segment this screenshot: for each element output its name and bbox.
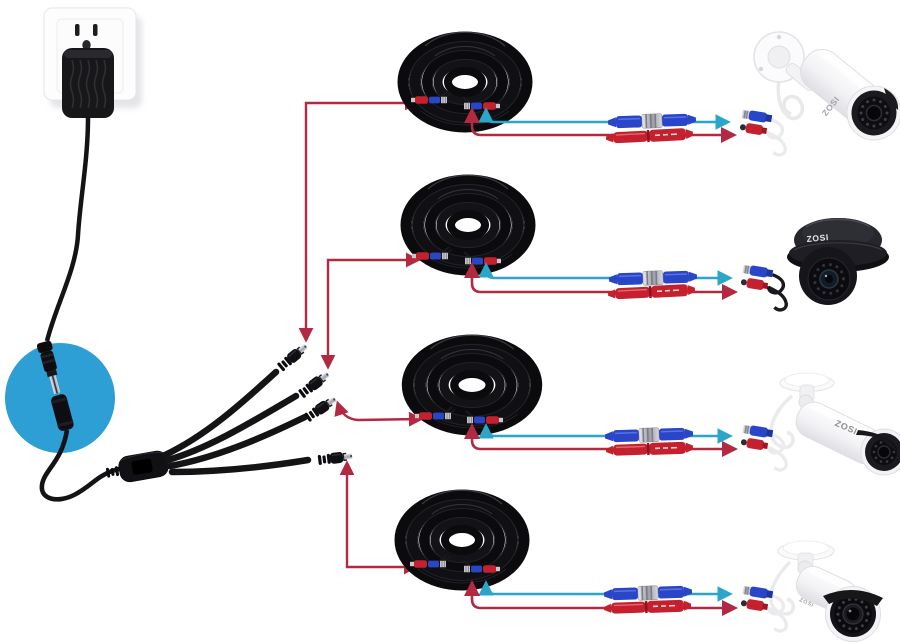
power-route-1 (298, 95, 420, 343)
adapter-groove (85, 59, 91, 109)
splitter-plug-1 (276, 341, 310, 373)
adapter-top-highlight (64, 50, 112, 58)
splitter-input-cable (39, 429, 127, 502)
power-run-4 (463, 579, 739, 617)
splitter-lead-1 (161, 368, 280, 459)
camera-3-ir-leds (872, 440, 896, 464)
adapter-cable (44, 117, 91, 342)
camera-2-pigtail (735, 262, 794, 313)
camera-3-pigtail (735, 422, 794, 473)
power-route-4 (339, 460, 419, 575)
camera-1-cable-loop (776, 79, 805, 121)
dc-coupler-3 (605, 441, 694, 457)
bnc-coupler-1 (607, 111, 697, 131)
camera-1-ir-leds (859, 98, 889, 128)
bnc-coupler-2 (608, 268, 698, 288)
camera-3-bullet-white: ZOSI (735, 372, 900, 476)
camera-4-pigtail (735, 583, 794, 634)
dc-coupler-2 (607, 283, 696, 301)
camera-2-brand: ZOSI (806, 232, 829, 244)
bnc-cable-coil-4 (400, 490, 524, 585)
power-adapter (62, 48, 114, 118)
power-run-3 (463, 422, 739, 458)
outlet-slot-left (75, 24, 80, 36)
power-route-2 (320, 252, 421, 370)
bnc-coupler-3 (604, 425, 694, 445)
camera-3-cable-loop (769, 394, 795, 450)
adapter-groove (77, 59, 83, 109)
adapter-groove (69, 59, 75, 109)
camera-1-lens (865, 104, 883, 122)
camera-2-dome-black: ZOSI (735, 218, 889, 313)
camera-1-visor (884, 88, 899, 110)
camera-4-brand: ZOSI (798, 597, 814, 609)
camera-1-bullet-white: ZOSI (734, 31, 900, 158)
power-run-2 (463, 261, 739, 301)
bnc-cable-coil-3 (408, 335, 537, 430)
camera-3-visor (856, 430, 898, 452)
splitter-plug-2 (297, 369, 332, 399)
camera-3-lens (877, 445, 891, 459)
adapter-groove (101, 59, 107, 109)
bnc-cable-coil-2 (406, 175, 530, 270)
splitter-lead-3 (166, 413, 309, 470)
dc-coupler-4 (603, 599, 692, 615)
splitter-lead-2 (164, 392, 300, 464)
camera-4-ir-leds (836, 597, 870, 631)
dc-coupler-1 (605, 127, 694, 145)
adapter-groove (93, 59, 99, 109)
splitter-lead-4 (168, 456, 312, 476)
outlet-ground-hole (82, 40, 91, 50)
camera-2-ir-leds (813, 263, 845, 295)
camera-1-pigtail (734, 107, 793, 158)
camera-4-lens (846, 607, 860, 621)
power-splitter-body (105, 450, 169, 483)
camera-4-visor (823, 589, 883, 606)
outlet-slot-right (93, 24, 98, 36)
bnc-cable-coil-1 (403, 32, 527, 127)
adapter-body (62, 48, 114, 118)
power-route-3 (334, 400, 424, 427)
splitter-plug-4 (317, 450, 353, 466)
splitter-plug-3 (303, 394, 339, 423)
power-run-1 (463, 106, 738, 144)
dc-power-junction (36, 340, 74, 431)
bnc-coupler-4 (603, 583, 693, 603)
camera-4-bullet-white: ZOSI (735, 540, 883, 642)
